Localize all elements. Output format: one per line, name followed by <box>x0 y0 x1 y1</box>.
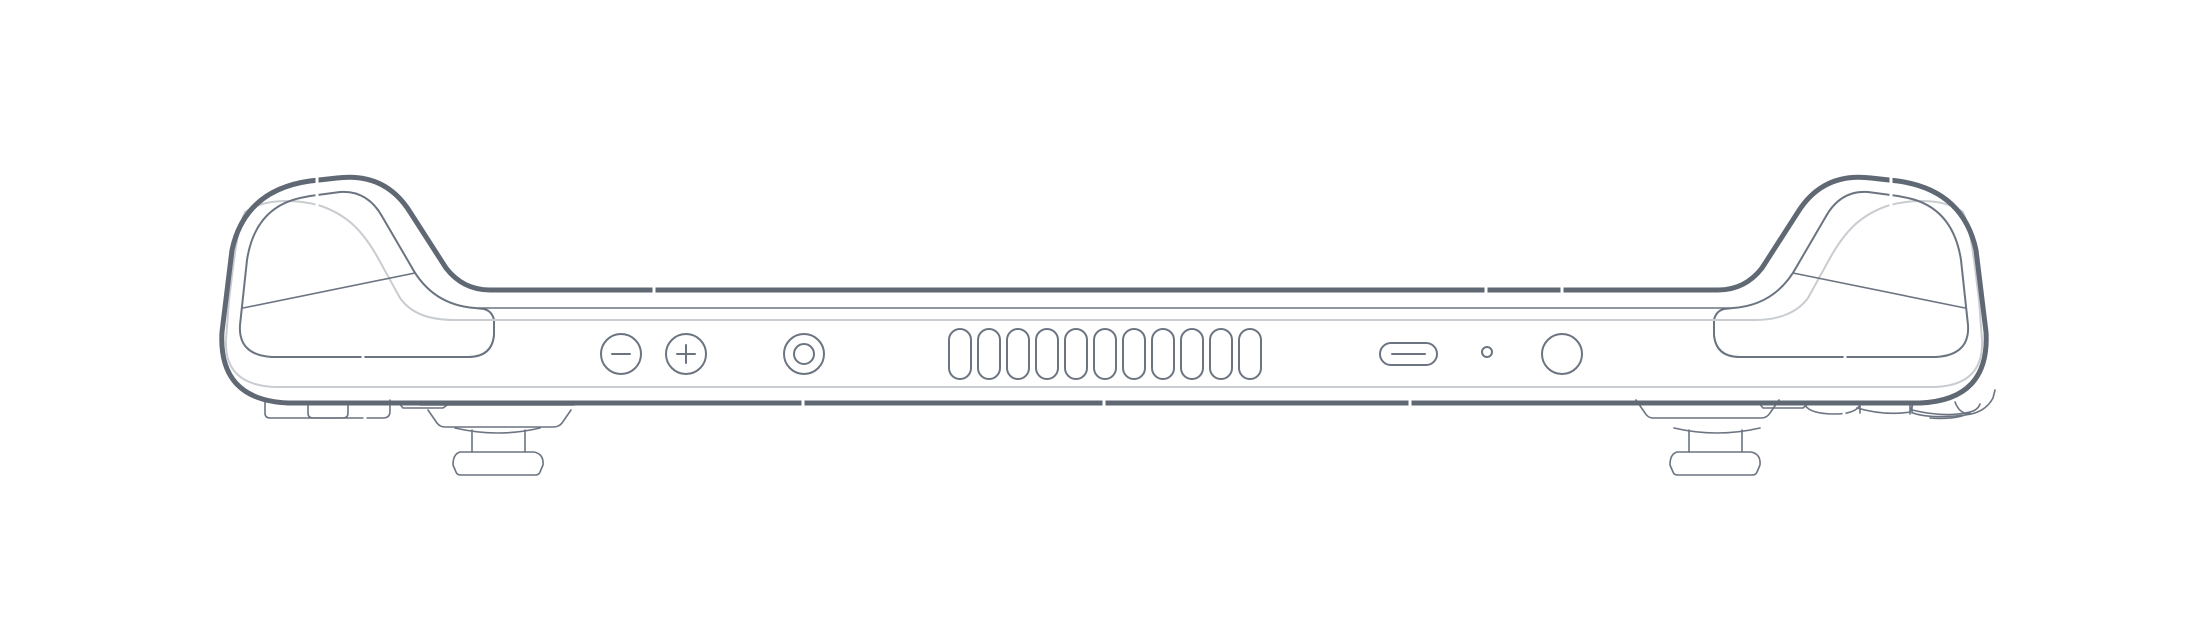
rear-shell-contour <box>224 200 1984 388</box>
vent-slot <box>1151 328 1175 380</box>
right-trigger-assembly <box>1635 389 1996 476</box>
vent-slot <box>1035 328 1059 380</box>
volume-up-button-icon <box>665 333 707 375</box>
grip-inner-outline-right <box>1713 190 1970 358</box>
volume-down-button-icon <box>600 333 642 375</box>
status-led-icon <box>1481 346 1493 358</box>
left-trigger-assembly <box>264 395 575 476</box>
vent-slot <box>1093 328 1117 380</box>
vent-slot <box>1180 328 1204 380</box>
device-outline <box>219 174 1989 406</box>
power-button-icon <box>1541 333 1583 375</box>
grip-inner-outline <box>238 190 495 358</box>
vent-slot <box>1122 328 1146 380</box>
panel-seams <box>315 172 1893 408</box>
cooling-vent-icon <box>948 328 1262 380</box>
vent-slot <box>1238 328 1262 380</box>
vent-slot <box>948 328 972 380</box>
usb-c-port-icon <box>1379 342 1438 366</box>
audio-jack-icon <box>783 333 825 375</box>
vent-slot <box>1064 328 1088 380</box>
vent-slot <box>977 328 1001 380</box>
vent-slot <box>1006 328 1030 380</box>
left-shoulder-seam <box>242 272 416 309</box>
right-shoulder-seam <box>1792 272 1966 309</box>
vent-slot <box>1209 328 1233 380</box>
